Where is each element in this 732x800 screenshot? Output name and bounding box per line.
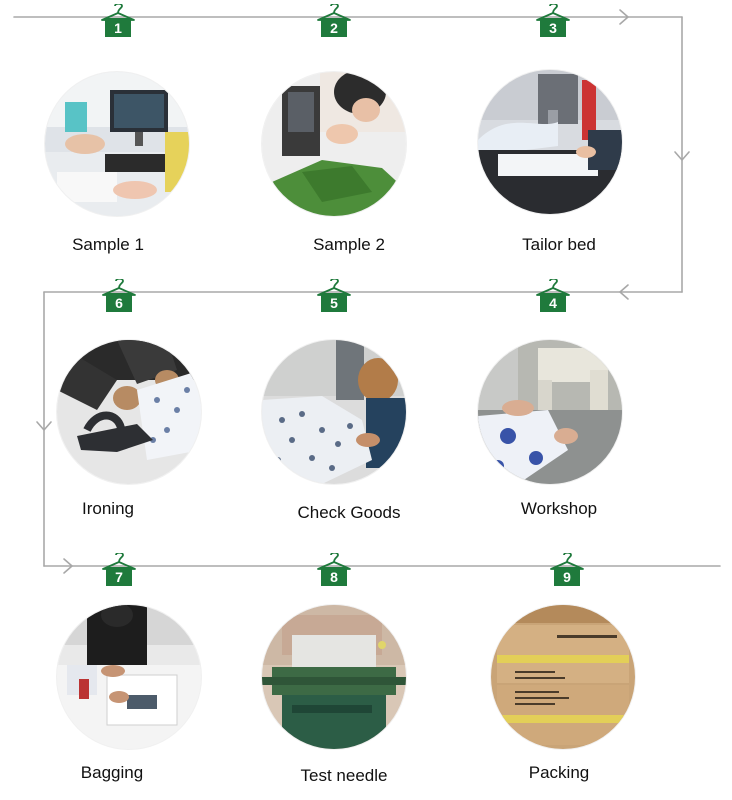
hanger-icon	[536, 4, 570, 37]
step-number: 6	[115, 295, 123, 311]
step-label-5: Check Goods	[297, 503, 401, 522]
photo-garments-in-plastic-bags	[57, 605, 201, 749]
step-label-6: Ironing	[82, 499, 134, 518]
step-label-3: Tailor bed	[522, 235, 596, 254]
hanger-icon	[536, 279, 570, 312]
step-label-1: Sample 1	[72, 235, 144, 254]
step-label-4: Workshop	[520, 499, 598, 518]
hanger-badge-3: 3	[531, 4, 575, 40]
hanger-icon	[317, 279, 351, 312]
photo-steam-iron-on-garment	[57, 340, 201, 484]
photo-green-fabric-sewing	[262, 72, 406, 216]
photo-patterned-fabric-pile	[262, 340, 406, 484]
step-number: 7	[115, 569, 123, 585]
step-label-9: Packing	[528, 763, 590, 782]
hanger-badge-9: 9	[545, 553, 589, 589]
hanger-badge-4: 4	[531, 279, 575, 315]
hanger-icon	[317, 4, 351, 37]
hanger-badge-2: 2	[312, 4, 356, 40]
step-number: 8	[330, 569, 338, 585]
step-number: 9	[563, 569, 571, 585]
photo-cardboard-shipping-cartons	[491, 605, 635, 749]
photo-designer-at-computer	[45, 72, 189, 216]
step-label-2: Sample 2	[313, 235, 385, 254]
step-label-7: Bagging	[80, 763, 144, 782]
hanger-icon	[102, 279, 136, 312]
hanger-icon	[317, 553, 351, 586]
photo-fabric-cutting-machine	[478, 70, 622, 214]
step-label-8: Test needle	[300, 766, 388, 785]
photo-needle-detector-conveyor	[262, 605, 406, 749]
step-number: 2	[330, 20, 338, 36]
hanger-badge-5: 5	[312, 279, 356, 315]
hanger-badge-6: 6	[97, 279, 141, 315]
step-number: 4	[549, 295, 557, 311]
step-number: 3	[549, 20, 557, 36]
hanger-icon	[550, 553, 584, 586]
hanger-icon	[101, 4, 135, 37]
hanger-badge-8: 8	[312, 553, 356, 589]
hanger-badge-7: 7	[97, 553, 141, 589]
photo-industrial-sewing-machine	[478, 340, 622, 484]
hanger-badge-1: 1	[96, 4, 140, 40]
step-number: 1	[114, 20, 122, 36]
hanger-icon	[102, 553, 136, 586]
step-number: 5	[330, 295, 338, 311]
